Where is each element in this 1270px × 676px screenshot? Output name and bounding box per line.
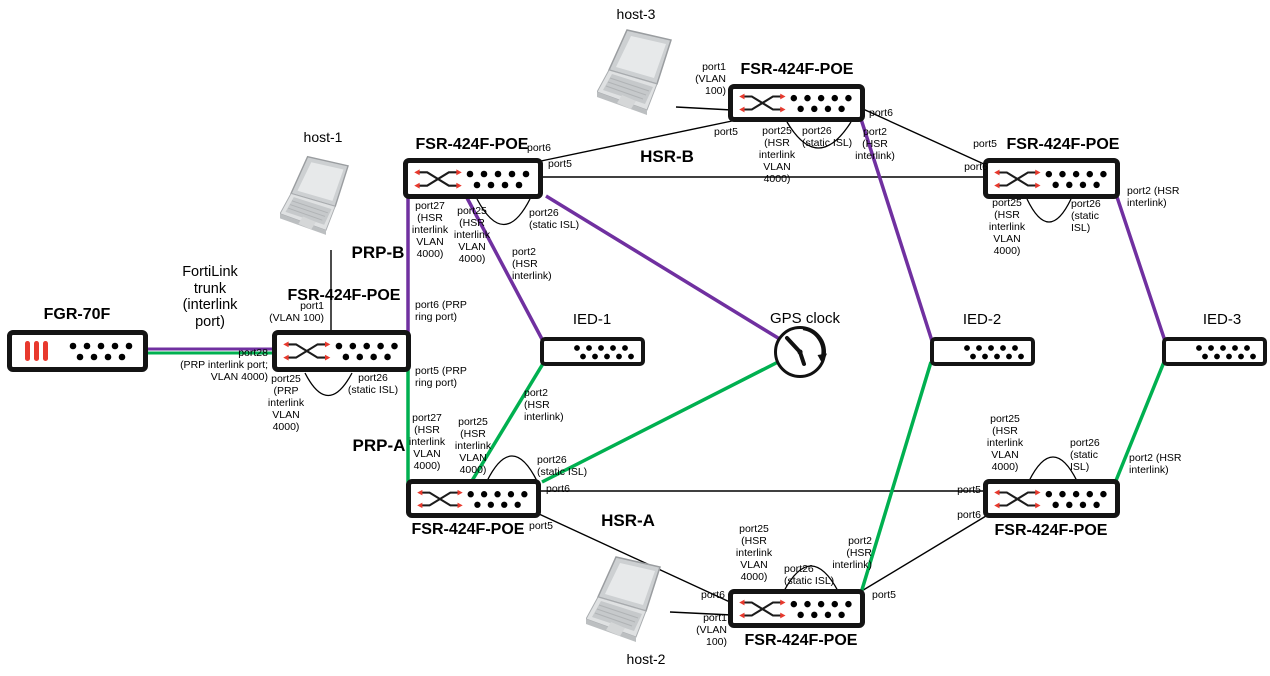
ports-dots-icon xyxy=(1045,490,1107,508)
host3-access-link xyxy=(675,106,733,111)
switch-prp-redbox xyxy=(272,330,411,372)
ports-dots-icon xyxy=(335,342,398,361)
ports-dots-icon xyxy=(790,94,852,113)
switch-arrows-icon xyxy=(283,341,331,361)
switch-arrows-icon xyxy=(739,599,786,618)
host-3 xyxy=(596,26,697,126)
ied-1 xyxy=(540,337,645,366)
switch-hsr-b-top xyxy=(728,84,865,122)
laptop-icon xyxy=(585,556,661,642)
hsr-a-bottom-isl-loop xyxy=(783,565,839,592)
hsr-a-to-ied1 xyxy=(468,361,546,485)
laptop-icon xyxy=(279,155,349,235)
hsr-b-to-ied2 xyxy=(859,118,934,342)
firewall-bars-icon xyxy=(25,341,48,361)
hsr-a-ring-right xyxy=(859,515,987,593)
ports-dots-icon xyxy=(466,170,530,188)
switch-hsr-a-right xyxy=(983,479,1120,518)
hsr-a-to-ied3 xyxy=(1113,361,1166,484)
ports-dots-icon xyxy=(574,345,634,360)
switch-arrows-icon xyxy=(414,168,462,189)
ied-3 xyxy=(1162,337,1267,366)
switch-arrows-icon xyxy=(739,93,786,113)
host-2 xyxy=(585,553,686,653)
switch-hsr-b-right xyxy=(983,158,1120,199)
gps-clock xyxy=(772,324,828,380)
ports-dots-icon xyxy=(69,342,133,361)
switch-hsr-a-bottom xyxy=(728,589,865,628)
hsr-b-to-ied3 xyxy=(1115,196,1167,342)
ports-dots-icon xyxy=(1045,170,1107,188)
hsr-b-top-isl-loop xyxy=(786,121,852,149)
ports-dots-icon xyxy=(467,490,528,508)
fgr-70f xyxy=(7,330,148,372)
ports-dots-icon xyxy=(964,345,1024,360)
hsr-b-right-isl-loop xyxy=(1026,198,1072,223)
switch-hsr-b-left xyxy=(403,158,543,199)
switch-hsr-a-left xyxy=(406,479,541,518)
hsr-b-to-gps xyxy=(545,194,784,343)
switch-arrows-icon xyxy=(994,169,1041,188)
prp-isl-loop xyxy=(304,372,353,397)
hsr-a-ring-left xyxy=(538,513,733,604)
hsr-b-to-ied1 xyxy=(464,195,545,342)
switch-arrows-icon xyxy=(994,489,1041,508)
ied-2 xyxy=(930,337,1035,366)
hsr-b-ring-right xyxy=(862,108,987,166)
hsr-b-left-isl-loop xyxy=(476,198,531,226)
hsr-a-left-isl-loop xyxy=(486,455,538,482)
ports-dots-icon xyxy=(1196,345,1256,360)
hsr-a-to-gps xyxy=(541,359,781,484)
hsr-a-to-ied2 xyxy=(859,361,933,594)
hsr-b-ring-left xyxy=(540,120,733,162)
host-1 xyxy=(279,146,372,252)
host2-access-link xyxy=(669,611,733,616)
switch-arrows-icon xyxy=(417,489,463,508)
gps-clock-icon xyxy=(774,326,827,378)
ports-dots-icon xyxy=(790,600,852,618)
laptop-icon xyxy=(596,29,672,115)
hsr-a-right-isl-loop xyxy=(1028,456,1078,482)
